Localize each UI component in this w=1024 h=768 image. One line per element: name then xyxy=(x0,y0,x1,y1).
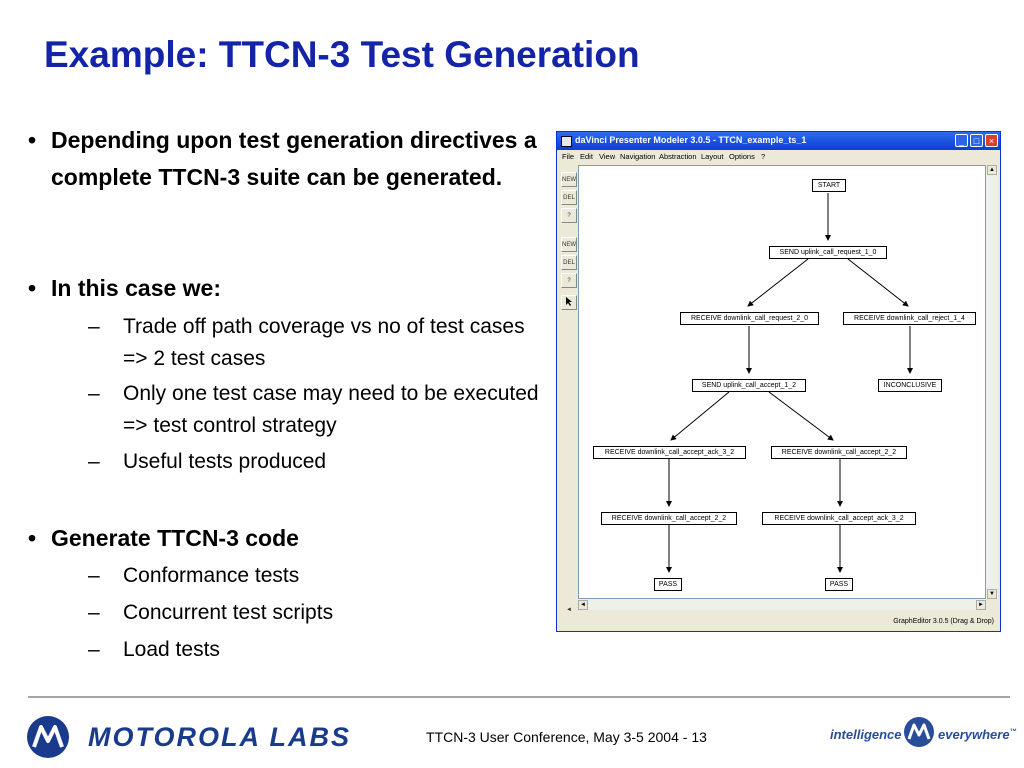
status-text: GraphEditor 3.0.5 (Drag & Drop) xyxy=(893,618,994,625)
bullet-text: In this case we: xyxy=(51,275,222,301)
menu-navigation[interactable]: Navigation xyxy=(620,152,656,161)
minimize-button[interactable]: _ xyxy=(955,134,968,147)
graph-edge xyxy=(768,391,834,441)
dash-glyph: – xyxy=(88,601,100,624)
dash-glyph: – xyxy=(88,564,100,587)
tagline-everywhere: everywhere™ xyxy=(938,727,1017,742)
bullet-text: Depending upon test generation directive… xyxy=(51,127,537,190)
sub-bullet-text: Only one test case may need to be execut… xyxy=(123,382,539,437)
tagline-intelligence: intelligence xyxy=(830,727,902,742)
window-titlebar[interactable]: daVinci Presenter Modeler 3.0.5 - TTCN_e… xyxy=(557,132,1000,150)
graph-node-pass[interactable]: PASS xyxy=(654,578,682,591)
graph-node-receive-accept[interactable]: RECEIVE downlink_call_accept_2_2 xyxy=(771,446,907,459)
graph-edge xyxy=(747,258,809,307)
motorola-labs-wordmark: MOTOROLA LABS xyxy=(88,722,351,752)
scroll-down-button[interactable]: ▼ xyxy=(987,589,997,599)
arrow-right-icon: ► xyxy=(978,602,984,608)
tool-palette: NEW DEL ? NEW DEL ? ◄ xyxy=(559,165,578,620)
delete-edge-tool[interactable]: DEL xyxy=(561,255,577,270)
dash-glyph: – xyxy=(88,450,100,473)
tagline-everywhere-text: everywhere xyxy=(938,727,1010,742)
bullet-glyph: • xyxy=(28,275,37,301)
scroll-left-button[interactable]: ◄ xyxy=(578,600,588,610)
pointer-tool[interactable] xyxy=(561,295,577,310)
graph-node-send-request[interactable]: SEND uplink_call_request_1_0 xyxy=(769,246,887,259)
close-icon: × xyxy=(988,136,995,146)
maximize-icon: □ xyxy=(973,136,980,146)
bullet-glyph: • xyxy=(28,127,37,153)
graph-node-receive-request[interactable]: RECEIVE downlink_call_request_2_0 xyxy=(680,312,819,325)
graph-edge xyxy=(670,391,730,441)
slide-title: Example: TTCN-3 Test Generation xyxy=(44,34,640,75)
sub-bullet-text: Load tests xyxy=(123,638,220,661)
dash-glyph: – xyxy=(88,638,100,661)
graph-node-pass[interactable]: PASS xyxy=(825,578,853,591)
sub-bullet-text: Trade off path coverage vs no of test ca… xyxy=(123,315,525,370)
app-icon xyxy=(561,136,572,147)
delete-node-tool[interactable]: DEL xyxy=(561,190,577,205)
maximize-button[interactable]: □ xyxy=(970,134,983,147)
dash-glyph: – xyxy=(88,382,100,405)
new-edge-tool[interactable]: NEW xyxy=(561,237,577,252)
arrow-up-icon: ▲ xyxy=(989,167,995,173)
app-window: daVinci Presenter Modeler 3.0.5 - TTCN_e… xyxy=(556,131,1001,632)
query-edge-tool[interactable]: ? xyxy=(561,273,577,288)
scroll-left-tool[interactable]: ◄ xyxy=(561,603,577,618)
menu-file[interactable]: File xyxy=(562,152,575,161)
graph-edge xyxy=(847,258,909,307)
sub-bullet-text: Conformance tests xyxy=(123,564,300,587)
menu-help[interactable]: ? xyxy=(761,152,766,161)
menu-options[interactable]: Options xyxy=(729,152,755,161)
trademark-mark: ™ xyxy=(1009,728,1017,736)
new-node-tool[interactable]: NEW xyxy=(561,172,577,187)
scroll-right-button[interactable]: ► xyxy=(976,600,986,610)
minimize-icon: _ xyxy=(958,136,964,146)
query-node-tool[interactable]: ? xyxy=(561,208,577,223)
graph-node-receive-accept-ack[interactable]: RECEIVE downlink_call_accept_ack_3_2 xyxy=(762,512,916,525)
footer-divider xyxy=(28,696,1010,698)
motorola-logo-icon xyxy=(27,716,69,758)
motorola-batwing-icon xyxy=(904,717,934,747)
horizontal-scrollbar[interactable]: ◄ ► xyxy=(578,599,986,610)
graph-node-receive-accept[interactable]: RECEIVE downlink_call_accept_2_2 xyxy=(601,512,737,525)
pointer-icon xyxy=(566,297,572,306)
close-button[interactable]: × xyxy=(985,134,998,147)
menu-view[interactable]: View xyxy=(599,152,616,161)
graph-canvas[interactable]: START SEND uplink_call_request_1_0 RECEI… xyxy=(578,165,986,599)
graph-edges xyxy=(666,193,913,573)
graph-node-receive-reject[interactable]: RECEIVE downlink_call_reject_1_4 xyxy=(843,312,976,325)
window-title: daVinci Presenter Modeler 3.0.5 - TTCN_e… xyxy=(575,135,807,145)
bullet-glyph: • xyxy=(28,525,37,551)
bullet-text: Generate TTCN-3 code xyxy=(51,525,299,551)
menu-bar: File Edit View Navigation Abstraction La… xyxy=(559,151,998,164)
status-bar: GraphEditor 3.0.5 (Drag & Drop) xyxy=(559,614,998,629)
arrow-left-icon: ◄ xyxy=(566,607,572,613)
graph-node-send-accept[interactable]: SEND uplink_call_accept_1_2 xyxy=(692,379,806,392)
graph-node-inconclusive[interactable]: INCONCLUSIVE xyxy=(878,379,942,392)
dash-glyph: – xyxy=(88,315,100,338)
graph-node-start[interactable]: START xyxy=(812,179,846,192)
menu-edit[interactable]: Edit xyxy=(580,152,593,161)
menu-abstraction[interactable]: Abstraction xyxy=(659,152,697,161)
scroll-up-button[interactable]: ▲ xyxy=(987,165,997,175)
graph-node-receive-accept-ack[interactable]: RECEIVE downlink_call_accept_ack_3_2 xyxy=(593,446,746,459)
vertical-scrollbar[interactable]: ▲ ▼ xyxy=(986,165,998,599)
sub-bullet-text: Useful tests produced xyxy=(123,450,327,473)
footer-conference: TTCN-3 User Conference, May 3-5 2004 - 1… xyxy=(426,729,707,745)
menu-layout[interactable]: Layout xyxy=(701,152,724,161)
sub-bullet-text: Concurrent test scripts xyxy=(123,601,334,624)
arrow-left-icon: ◄ xyxy=(580,602,586,608)
arrow-down-icon: ▼ xyxy=(989,591,995,597)
